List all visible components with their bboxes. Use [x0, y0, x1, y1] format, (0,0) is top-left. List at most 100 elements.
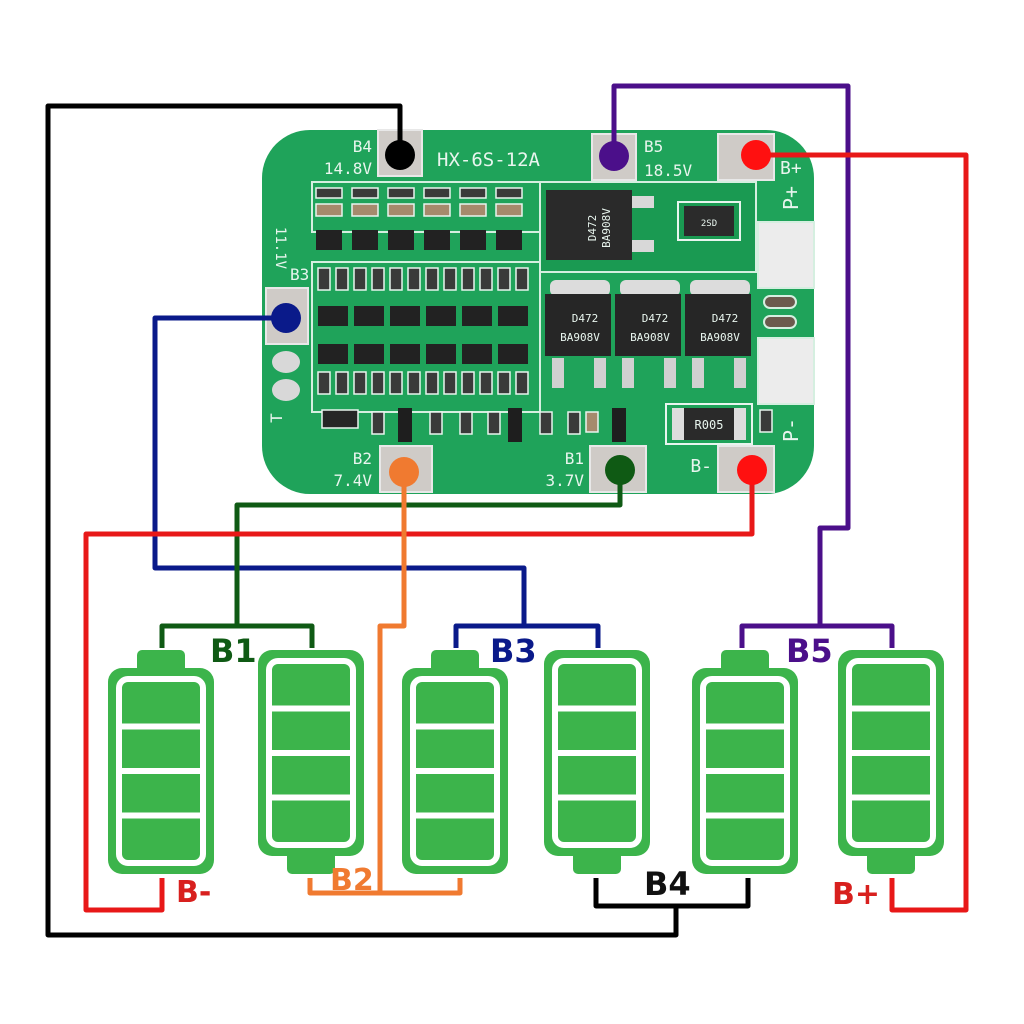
battery-level-segment	[564, 712, 630, 749]
mosfet-lead	[594, 358, 606, 388]
battery-cell-6	[838, 650, 944, 874]
mosfet-marking: BA908V	[600, 208, 613, 248]
battery-level-segment	[712, 775, 778, 812]
smd-resistor	[425, 371, 439, 395]
wire-b3-bridge	[453, 623, 601, 648]
pad-label-b2: B2	[353, 449, 372, 468]
shunt-lead	[734, 408, 746, 440]
smd-transistor	[352, 230, 378, 250]
battery-level-segment	[422, 730, 488, 767]
smd-resistor	[353, 267, 367, 291]
battery-level-segment	[128, 775, 194, 812]
mosfet-marking: D472	[586, 215, 599, 242]
smd-resistor	[387, 187, 415, 199]
smd-capacitor	[585, 411, 599, 433]
battery-level-segment	[712, 819, 778, 856]
smd-resistor	[429, 411, 443, 435]
battery-divider	[852, 750, 930, 756]
pad-voltage-b1: 3.7V	[545, 471, 584, 490]
battery-cell-1	[108, 650, 214, 874]
battery-divider	[558, 794, 636, 801]
diode-outline	[677, 201, 741, 241]
pad-label-b5: B5	[644, 137, 663, 156]
label-b4: B4	[644, 865, 691, 903]
smd-resistor	[495, 187, 523, 199]
battery-cell-4	[544, 650, 650, 874]
mosfet-tab	[550, 280, 610, 296]
battery-divider	[122, 812, 200, 819]
battery-level-segment	[712, 686, 778, 723]
smd-resistor	[443, 371, 457, 395]
wire-b1	[234, 470, 623, 626]
pad-aux	[272, 351, 300, 373]
battery-divider	[416, 768, 494, 774]
pad-voltage-b3: 11.1V	[272, 227, 288, 270]
pad-label-b4: B4	[353, 137, 372, 156]
pad-aux	[272, 379, 300, 401]
wire-bminus	[83, 470, 755, 913]
battery-divider	[272, 705, 350, 712]
smd-ic	[390, 344, 420, 364]
smd-resistor	[351, 187, 379, 199]
mosfet-marking: D472	[642, 312, 669, 325]
mosfet-lead	[622, 358, 634, 388]
smd-transistor	[612, 408, 626, 442]
mosfet-top: D472 BA908V	[546, 190, 654, 260]
smd-resistor	[371, 371, 385, 395]
smd-resistor	[539, 411, 553, 435]
battery-level-segment	[564, 757, 630, 794]
pad-label-b3: B3	[290, 265, 309, 284]
battery-level-segment	[278, 757, 344, 794]
battery-cell-3	[402, 650, 508, 874]
smd-transistor	[460, 230, 486, 250]
battery-level-segment	[128, 686, 194, 723]
dot-b3	[271, 303, 301, 333]
diode-marking: 2SD	[701, 219, 717, 229]
dot-b1	[605, 455, 635, 485]
smd-capacitor	[423, 203, 451, 217]
smd-ic	[426, 306, 456, 326]
smd-resistor	[497, 267, 511, 291]
smd-diode	[321, 409, 359, 429]
mosfet-marking: BA908V	[560, 331, 600, 344]
smd-resistor	[371, 411, 385, 435]
pad-voltage-b4: 14.8V	[324, 159, 373, 178]
smd-capacitor	[387, 203, 415, 217]
battery-divider	[706, 768, 784, 774]
smd-resistor	[487, 411, 501, 435]
smd-resistor	[443, 267, 457, 291]
wire-b3	[152, 315, 527, 626]
smd-resistor	[479, 371, 493, 395]
mosfet-lead	[632, 240, 654, 252]
smd-transistor	[398, 408, 412, 442]
smd-resistor	[335, 267, 349, 291]
mosfet-marking: D472	[712, 312, 739, 325]
smd-resistor	[371, 267, 385, 291]
shunt-resistor: R005	[665, 403, 753, 445]
p-plus-pad	[757, 221, 815, 289]
shunt-lead	[672, 408, 684, 440]
battery-level-segment	[422, 775, 488, 812]
diode-body	[684, 206, 734, 236]
shunt-marking: R005	[695, 418, 724, 432]
battery-level-segment	[128, 819, 194, 856]
battery-outline	[410, 676, 500, 866]
smd-ic	[462, 306, 492, 326]
smd-resistor	[317, 267, 331, 291]
mosfets: D472 BA908V D472 BA908V D472 BA908V D472…	[545, 190, 751, 388]
battery-level-segment	[564, 801, 630, 838]
p-minus-pad	[757, 337, 815, 405]
dot-b5	[599, 141, 629, 171]
dot-b4	[385, 140, 415, 170]
dot-b2	[389, 457, 419, 487]
battery-level-segment	[858, 712, 924, 749]
mosfet-lead	[734, 358, 746, 388]
battery-divider	[416, 723, 494, 730]
smd-resistor	[353, 371, 367, 395]
mosfet-marking: BA908V	[700, 331, 740, 344]
battery-outline	[116, 676, 206, 866]
smd-resistor	[425, 267, 439, 291]
silk-labels: B4 14.8V HX-6S-12A B5 18.5V B+ B3 11.1V …	[272, 137, 802, 490]
smd-resistor	[389, 267, 403, 291]
